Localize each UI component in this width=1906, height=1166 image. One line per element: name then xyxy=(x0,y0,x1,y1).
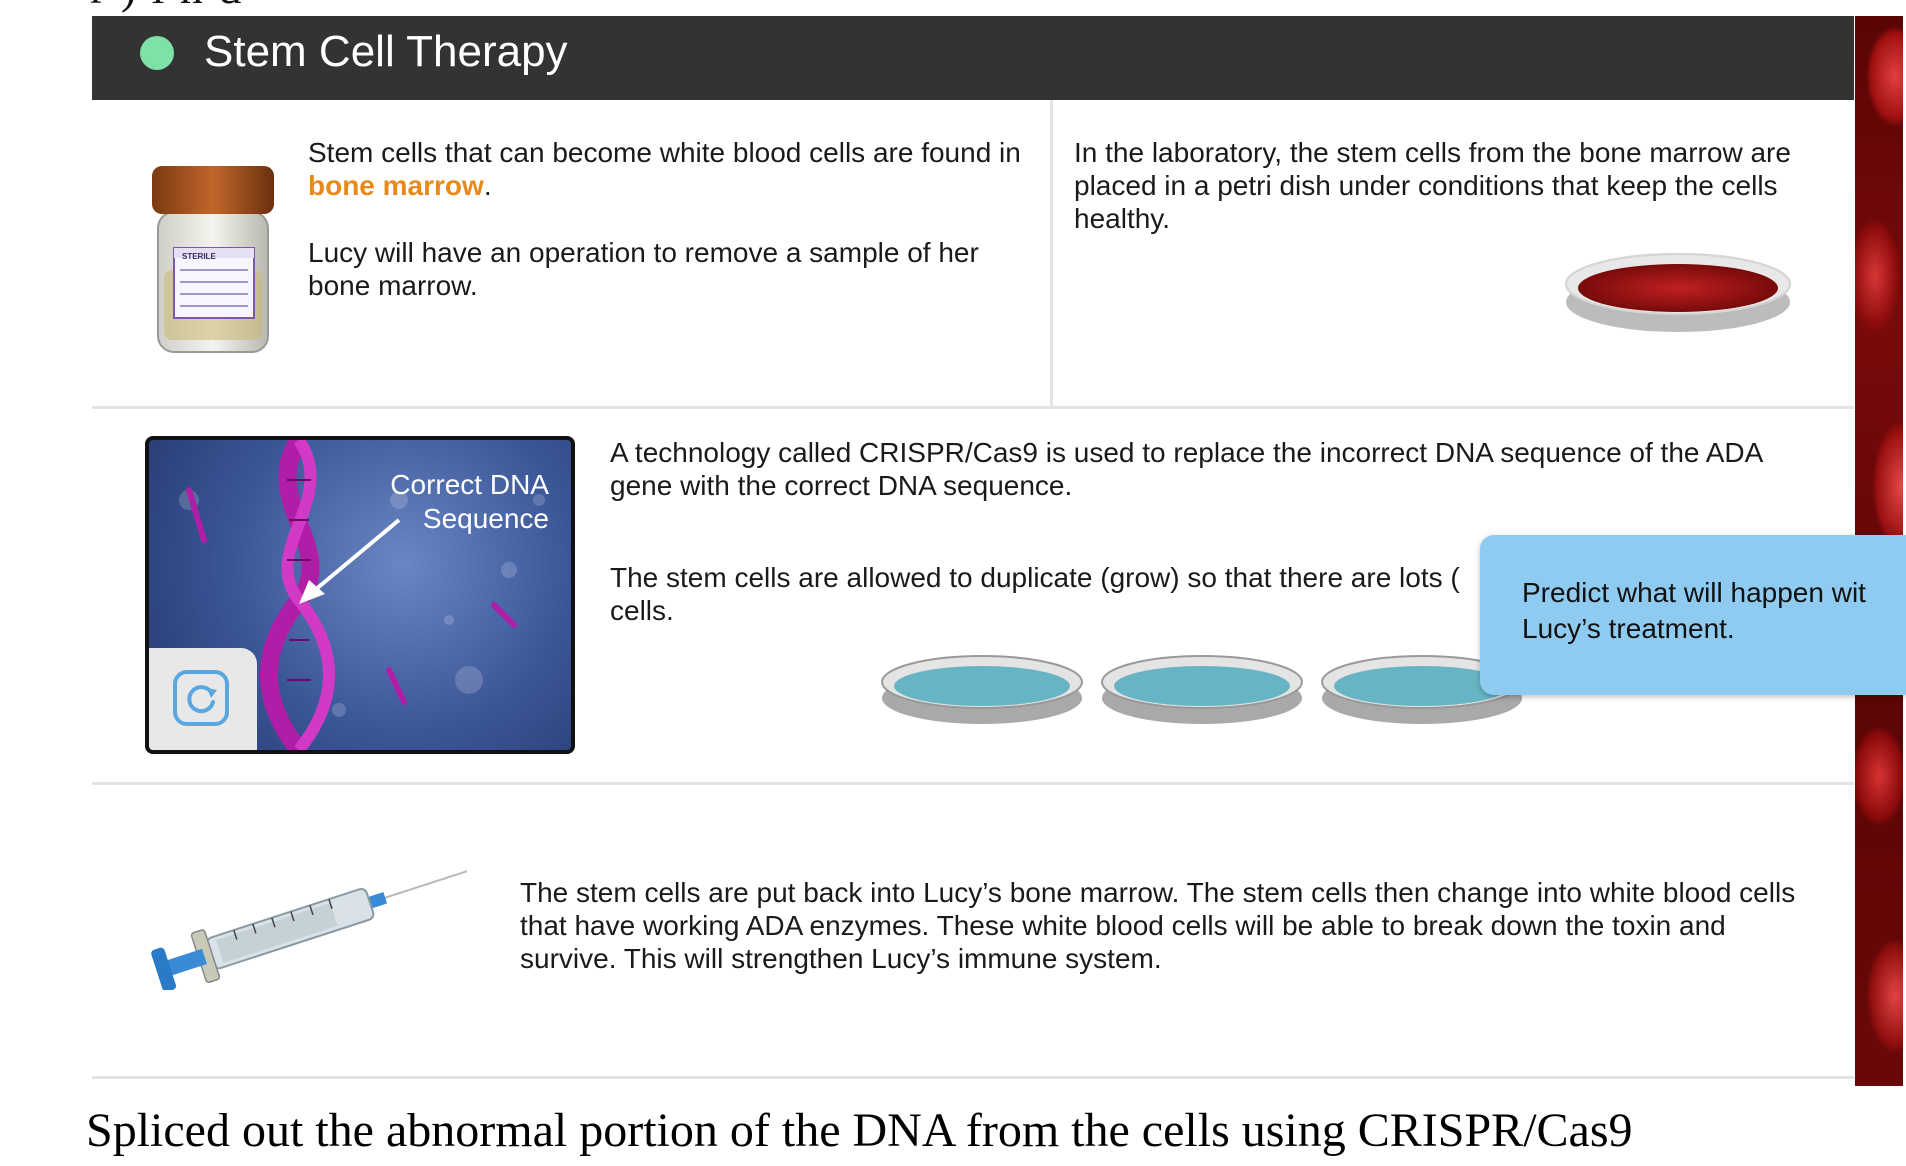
dna-helix-icon xyxy=(179,440,545,750)
callout-line: Correct DNA xyxy=(390,469,549,500)
petri-dish-teal-icon xyxy=(881,655,1083,724)
petri-dish-teal-icon xyxy=(1321,655,1523,724)
predict-tooltip[interactable]: Predict what will happen wit Lucy’s trea… xyxy=(1480,535,1906,695)
bone-marrow-text: Stem cells that can become white blood c… xyxy=(308,136,1038,202)
operation-text: Lucy will have an operation to remove a … xyxy=(308,237,979,301)
tooltip-line: Predict what will happen wit xyxy=(1522,577,1866,608)
petri-dish-teal-icon xyxy=(1101,655,1303,724)
jar-label: STERILE xyxy=(182,252,216,261)
section-header xyxy=(92,16,1854,100)
text-segment: . xyxy=(483,170,492,201)
duplicate-text-line1: The stem cells are allowed to duplicate … xyxy=(610,562,1460,593)
tooltip-text: Predict what will happen wit Lucy’s trea… xyxy=(1522,575,1866,647)
column-divider xyxy=(1050,100,1053,406)
answer-caption: Spliced out the abnormal portion of the … xyxy=(86,1104,1633,1157)
cut-off-text: r ) l n d xyxy=(90,0,1850,16)
row-divider-1 xyxy=(92,406,1854,409)
petri-dish-red-icon xyxy=(1565,253,1791,332)
dna-callout-label: Correct DNA Sequence xyxy=(390,468,549,536)
row-divider-2 xyxy=(92,782,1854,785)
syringe-icon xyxy=(151,870,468,990)
callout-line: Sequence xyxy=(422,503,549,534)
duplicate-text-line2: cells. xyxy=(610,595,674,626)
section-title: Stem Cell Therapy xyxy=(204,27,568,76)
bone-marrow-return-text: The stem cells are put back into Lucy’s … xyxy=(520,877,1796,974)
tooltip-line: Lucy’s treatment. xyxy=(1522,613,1735,644)
replay-arrow-icon xyxy=(187,685,217,714)
replay-button[interactable] xyxy=(149,648,257,750)
highlight-bone-marrow: bone marrow xyxy=(308,170,484,201)
crispr-text: A technology called CRISPR/Cas9 is used … xyxy=(610,437,1762,501)
laboratory-text: In the laboratory, the stem cells from t… xyxy=(1074,137,1791,234)
dna-video-player[interactable]: Correct DNA Sequence xyxy=(145,436,575,754)
text-segment: Stem cells that can become white blood c… xyxy=(308,137,1021,168)
status-dot-icon xyxy=(140,36,174,70)
row-divider-3 xyxy=(92,1076,1854,1079)
replay-icon xyxy=(173,670,229,726)
specimen-jar-icon xyxy=(152,166,274,353)
